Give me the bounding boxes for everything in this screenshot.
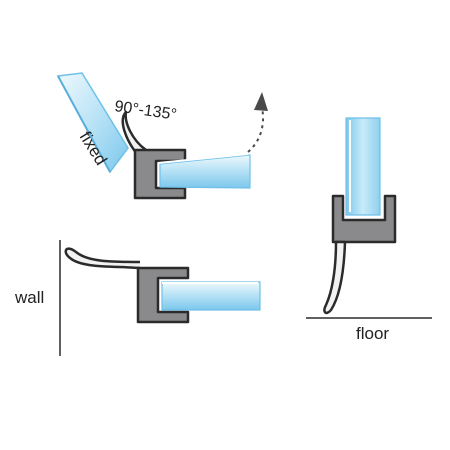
fixed-glass-panel-edge xyxy=(57,75,111,173)
wall-glass-panel xyxy=(161,281,261,311)
moving-glass-panel xyxy=(159,154,251,189)
angled-joint-group: fixed 90°-135° xyxy=(56,72,268,200)
floor-joint-group: floor xyxy=(306,117,432,343)
angled-seal-channel xyxy=(133,148,187,200)
floor-seal-channel xyxy=(331,194,397,244)
floor-seal-tail xyxy=(323,240,347,315)
floor-glass-panel xyxy=(345,117,381,216)
moving-glass-highlight xyxy=(157,153,249,164)
floor-label: floor xyxy=(356,324,389,343)
wall-label: wall xyxy=(14,288,44,307)
wall-seal-fin xyxy=(64,247,141,270)
dotted-curved-arrow-icon xyxy=(254,92,268,111)
wall-joint-group: wall xyxy=(14,240,261,356)
wall-seal-channel xyxy=(136,266,190,324)
rotation-arrow-path xyxy=(247,107,265,153)
